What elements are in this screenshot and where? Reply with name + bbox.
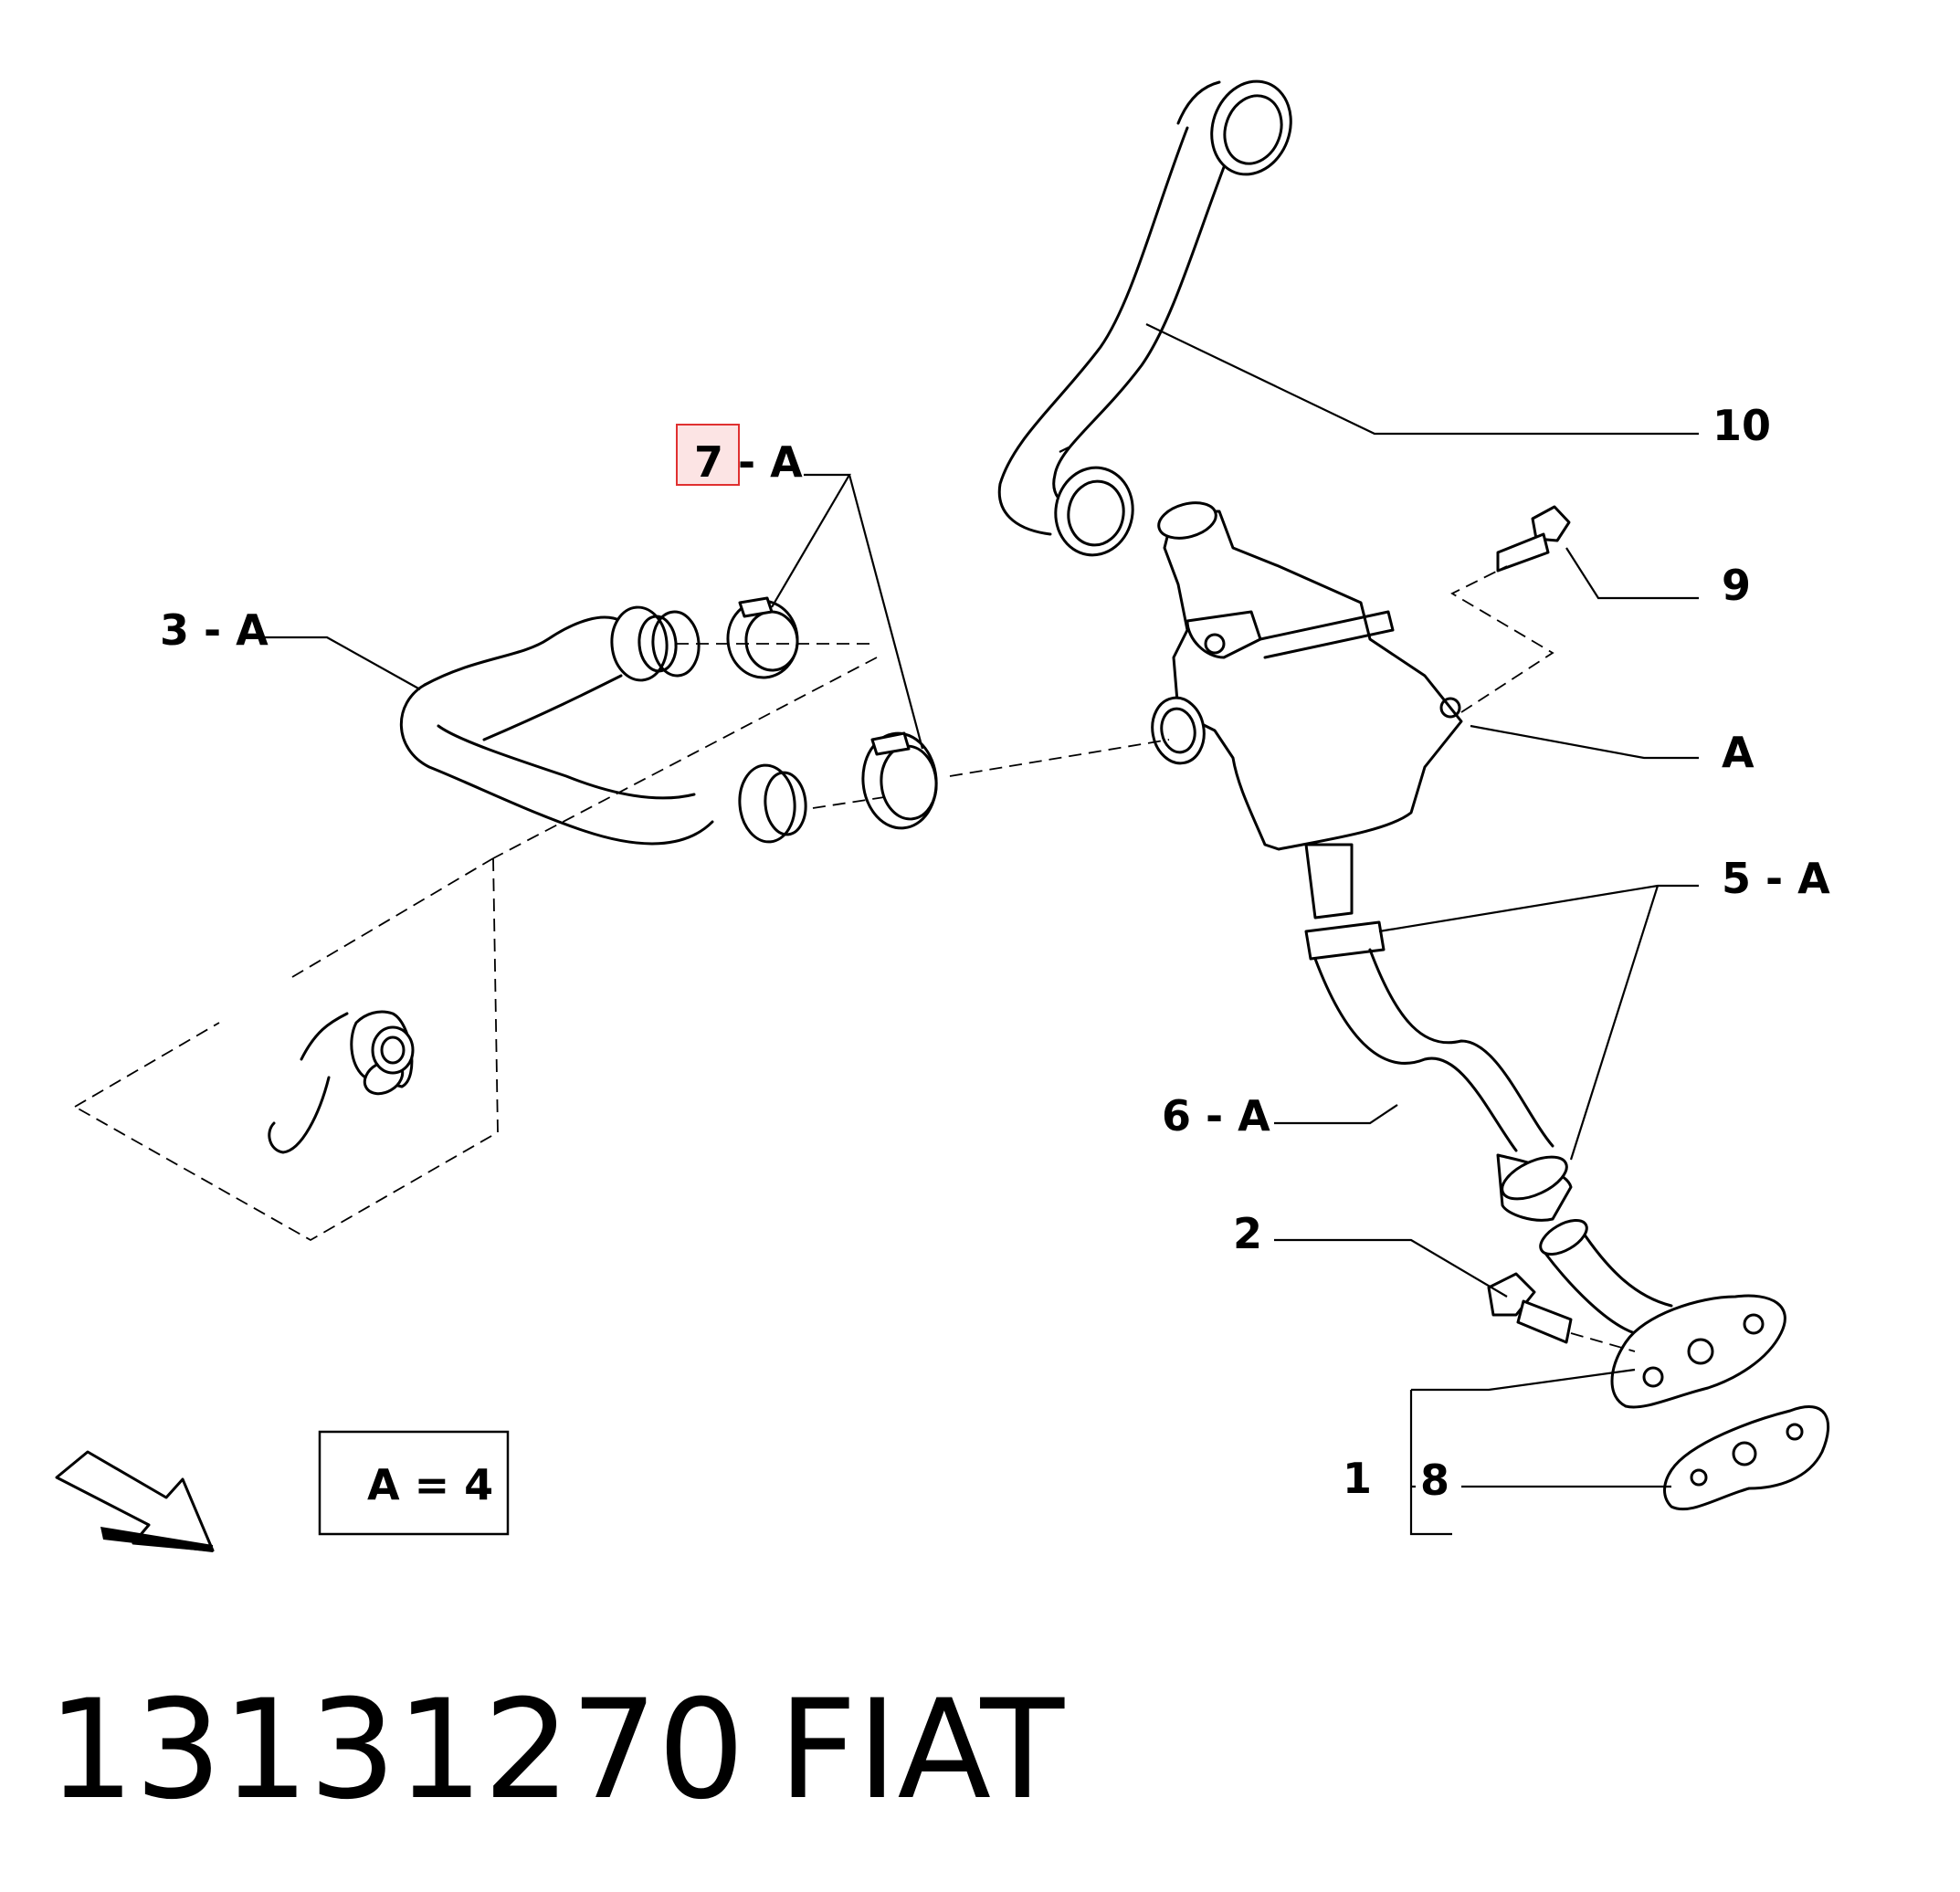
view-direction-arrow-icon: [55, 1450, 215, 1552]
part-5a-clamps: [1304, 920, 1573, 1222]
part-a-housing: [1151, 501, 1463, 920]
alignment-lines: [492, 565, 1636, 1352]
callout-labels: 10 7 - A 9 3 - A A 5 - A 6 - A 2 1 8: [160, 401, 1830, 1505]
label-part-8: 8: [1420, 1456, 1449, 1505]
label-part-a: A: [1722, 728, 1755, 777]
label-part-7a: 7 - A: [694, 437, 803, 487]
label-part-5a: 5 - A: [1722, 854, 1830, 903]
label-part-3a: 3 - A: [160, 605, 269, 655]
part-2-bolt: [1487, 1272, 1573, 1344]
part-1-flange-pipe: [1539, 1218, 1786, 1409]
footer-brand: FIAT: [778, 1671, 1065, 1830]
highlight-box: [676, 424, 740, 486]
label-part-1: 1: [1343, 1454, 1372, 1503]
footer-part-number: 13131270: [47, 1671, 744, 1830]
legend-text: A = 4: [367, 1460, 493, 1509]
part-3a-hose: [399, 605, 807, 846]
label-part-6a: 6 - A: [1162, 1091, 1270, 1140]
label-part-9: 9: [1722, 561, 1751, 610]
part-10-hose: [997, 79, 1292, 557]
part-6a-tube: [1313, 948, 1554, 1152]
label-part-2: 2: [1233, 1209, 1262, 1258]
engine-fitting: [74, 857, 499, 1242]
part-8-gasket: [1663, 1405, 1830, 1511]
label-part-10: 10: [1712, 401, 1771, 450]
leader-lines: [265, 323, 1699, 1536]
part-7a-clamps: [726, 596, 938, 830]
legend-box: A = 4: [318, 1430, 510, 1536]
part-9-bolt: [1496, 505, 1571, 573]
